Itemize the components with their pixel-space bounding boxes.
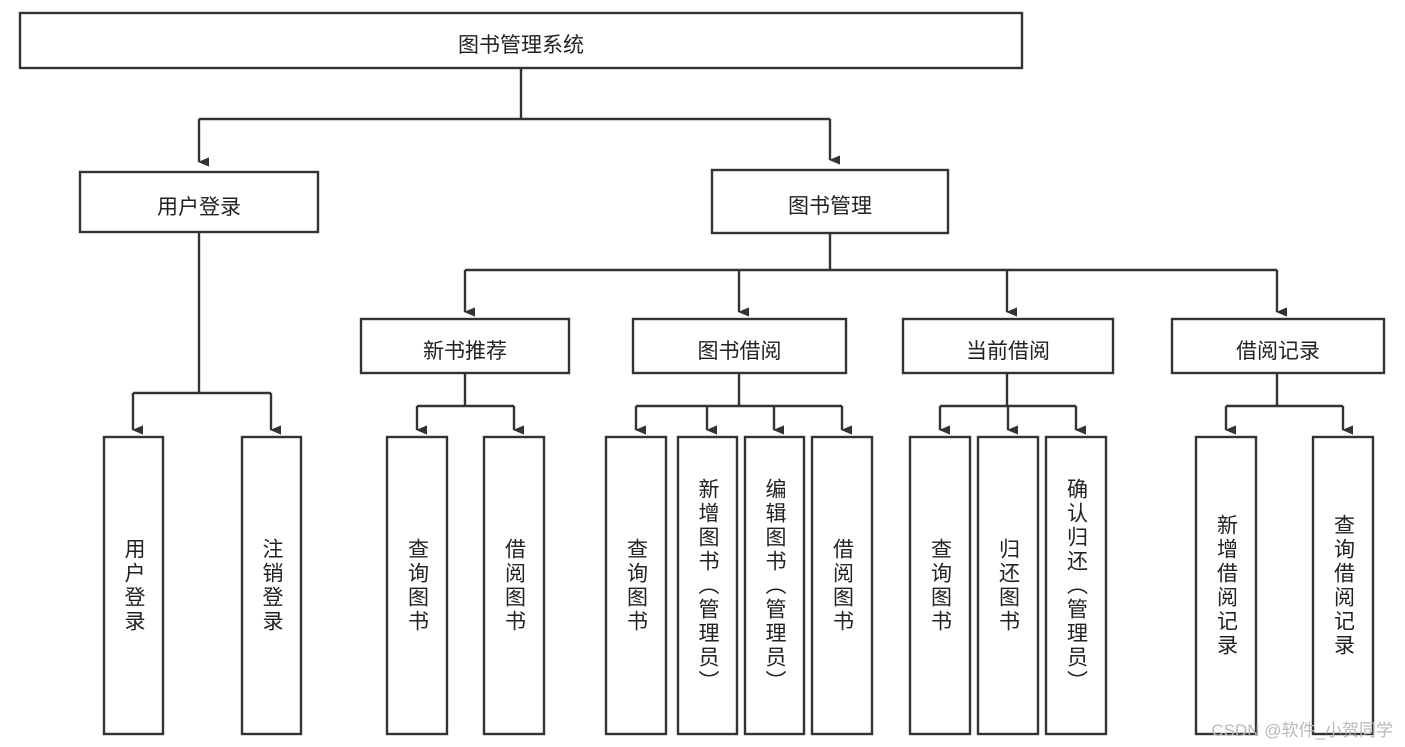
leaf-box-query-book-borrow[interactable] bbox=[604, 435, 668, 736]
leaf-box-return-book[interactable] bbox=[976, 435, 1040, 736]
node-book-mgmt-box[interactable] bbox=[710, 168, 950, 235]
leaf-box-add-book-admin[interactable] bbox=[676, 435, 739, 736]
node-user-login-box[interactable] bbox=[78, 170, 320, 234]
leaf-box-logout[interactable] bbox=[240, 435, 303, 736]
leaf-box-query-borrow-record[interactable] bbox=[1311, 435, 1375, 736]
node-root-box[interactable] bbox=[18, 11, 1024, 70]
leaf-box-query-book-new[interactable] bbox=[385, 435, 449, 736]
leaf-box-query-book-current[interactable] bbox=[908, 435, 972, 736]
leaf-box-add-borrow-record[interactable] bbox=[1194, 435, 1258, 736]
node-borrow-record-box[interactable] bbox=[1170, 317, 1386, 375]
leaf-box-borrow-book[interactable] bbox=[810, 435, 874, 736]
leaf-box-borrow-book-new[interactable] bbox=[482, 435, 546, 736]
leaf-box-edit-book-admin[interactable] bbox=[743, 435, 806, 736]
leaf-box-confirm-return-admin[interactable] bbox=[1044, 435, 1108, 736]
node-borrow-book-box[interactable] bbox=[631, 317, 848, 375]
leaf-box-user-login[interactable] bbox=[102, 435, 165, 736]
node-new-book-box[interactable] bbox=[359, 317, 571, 375]
node-current-borrow-box[interactable] bbox=[901, 317, 1115, 375]
